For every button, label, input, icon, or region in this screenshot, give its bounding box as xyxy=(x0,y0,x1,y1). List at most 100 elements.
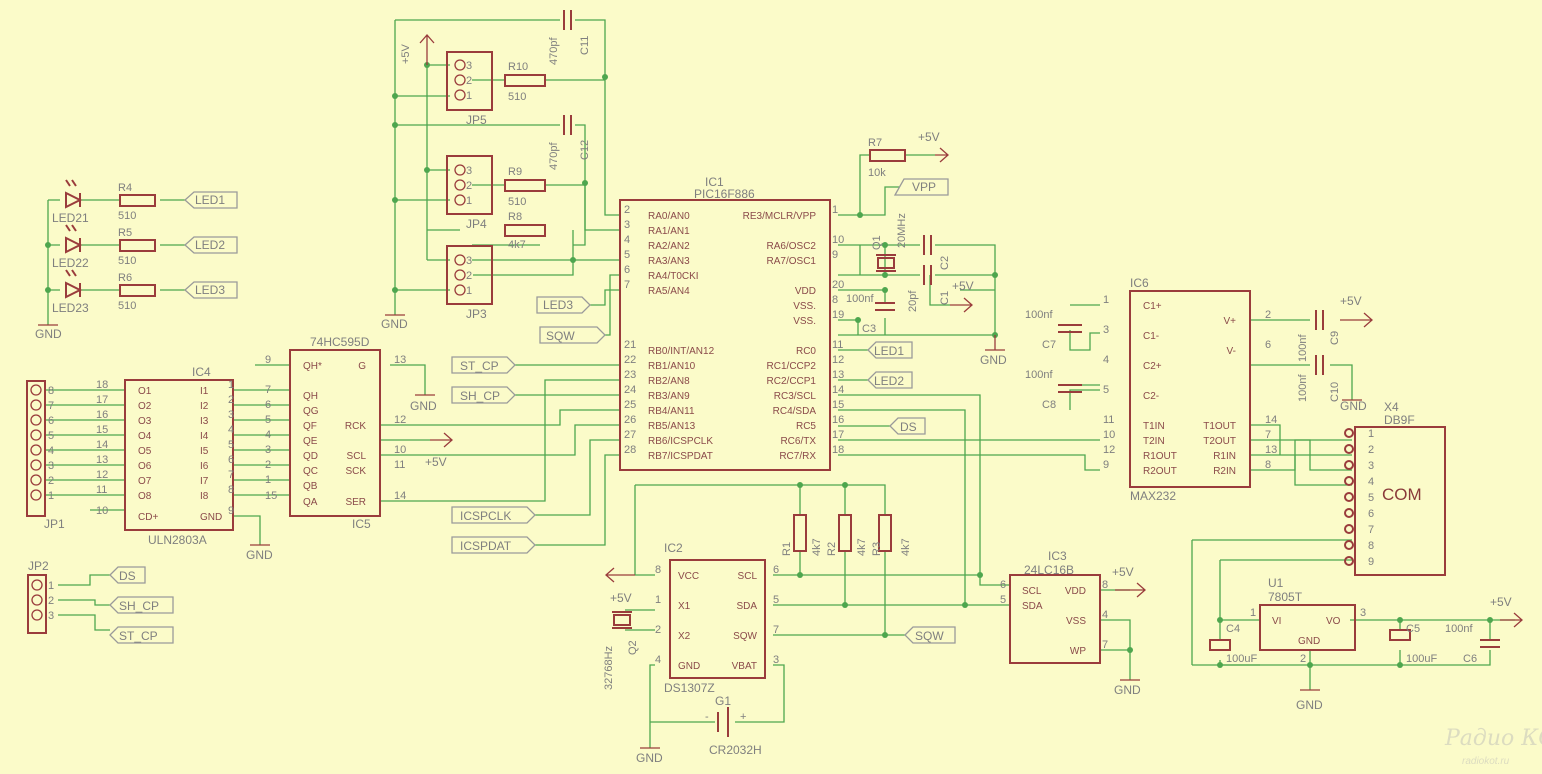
jp1-pin-contact xyxy=(30,399,42,411)
capacitor-c4-name: C4 xyxy=(1226,623,1240,635)
jp1-pin-contact xyxy=(30,444,42,456)
capacitor-c1-name: C1 xyxy=(939,291,951,305)
ic3-pin-number: 7 xyxy=(1102,639,1108,651)
jp1-pin-number: 2 xyxy=(48,475,54,487)
capacitor-c9-value: 100nf xyxy=(1297,334,1309,362)
resistor-r3-value: 4k7 xyxy=(900,538,912,556)
resistor-r1-name: R1 xyxy=(781,542,793,556)
gnd-label-ic1: GND xyxy=(980,353,1007,367)
ic2-pin-number: 5 xyxy=(773,594,779,606)
ic3-pin-label: WP xyxy=(1070,646,1086,657)
vcc-label-ic2: +5V xyxy=(610,591,632,605)
ic1-pin-label: RB1/AN10 xyxy=(648,361,696,372)
ic1-pin-number: 13 xyxy=(832,369,844,381)
ic1-pin-label: RA2/AN2 xyxy=(648,241,690,252)
jp5-pin-number: 1 xyxy=(466,90,472,102)
ic5-pin-label: QG xyxy=(303,406,319,417)
vcc-arrow-jp xyxy=(419,34,435,65)
vcc-arrow-r7 xyxy=(935,147,949,163)
ic1-pin-number: 4 xyxy=(624,234,630,246)
ic5-part: 74HC595D xyxy=(310,335,370,349)
ic2-pin-label: X2 xyxy=(678,631,691,642)
ic2-pin-label: VBAT xyxy=(732,661,757,672)
led23-symbol xyxy=(65,269,83,299)
led21-symbol xyxy=(65,179,83,209)
vcc-label-max232: +5V xyxy=(1340,294,1362,308)
capacitor-c7-name: C7 xyxy=(1042,339,1056,351)
ic1-pin-label: RB2/AN8 xyxy=(648,376,690,387)
x4-pin-contact xyxy=(1344,556,1354,566)
ic4-pin-label: I4 xyxy=(200,431,209,442)
ic6-pin-label: C2+ xyxy=(1143,361,1162,372)
ic4-pin-number: 15 xyxy=(96,424,108,436)
capacitor-c8-name: C8 xyxy=(1042,399,1056,411)
ic4-pin-label: I2 xyxy=(200,401,209,412)
vcc-label-595: +5V xyxy=(425,455,447,469)
jp3-pin-contact xyxy=(454,254,466,266)
ic5-pin-number: 6 xyxy=(265,399,271,411)
led22-symbol xyxy=(65,224,83,254)
x4-pin-number: 2 xyxy=(1368,444,1374,456)
capacitor-c11-name: C11 xyxy=(579,36,591,55)
x4-pin-number: 7 xyxy=(1368,524,1374,536)
ic5-pin-number: 10 xyxy=(394,444,406,456)
resistor-r9-name: R9 xyxy=(508,166,522,178)
ic1-pin-label: RA1/AN1 xyxy=(648,226,690,237)
jp1-pin-contact xyxy=(30,414,42,426)
ic4-name: IC4 xyxy=(192,365,211,379)
ic2-pin-number: 6 xyxy=(773,564,779,576)
tag-led1-ic1: LED1 xyxy=(874,344,904,358)
jp1-pin-contact xyxy=(30,474,42,486)
ic4-pin-number: 6 xyxy=(228,454,234,466)
ic1-pin-label: RC7/RX xyxy=(779,451,816,462)
tag-ds-ic1: DS xyxy=(900,420,917,434)
resistor-r10-name: R10 xyxy=(508,61,528,73)
ic5-pin-label: QA xyxy=(303,497,318,508)
ic1-pin-label: RC0 xyxy=(796,346,816,357)
ic6-pin-number: 5 xyxy=(1103,384,1109,396)
gnd-label-led: GND xyxy=(35,327,62,341)
u1-pin3: 3 xyxy=(1360,607,1366,619)
crystal-q1 xyxy=(876,254,896,272)
jp5-pin-number: 3 xyxy=(466,60,472,72)
jp3-pins: 321 xyxy=(454,254,472,297)
jp3-pin-number: 3 xyxy=(466,255,472,267)
capacitor-c7-value: 100nf xyxy=(1025,309,1053,321)
crystals: Q1 20MHz Q2 32768Hz xyxy=(603,213,908,690)
ic5-pin-label: QF xyxy=(303,421,317,432)
capacitor-c10-value: 100nf xyxy=(1297,374,1309,402)
ic6-pin-label: T1IN xyxy=(1143,421,1165,432)
ic1-pin-label: RB6/ICSPCLK xyxy=(648,436,713,447)
jp5-pin-number: 2 xyxy=(466,75,472,87)
jp3-pin-number: 1 xyxy=(466,285,472,297)
ic5-pin-number: 12 xyxy=(394,414,406,426)
ic4-pin-number: 16 xyxy=(96,409,108,421)
leds: LED21 LED22 LED23 xyxy=(52,179,89,315)
resistor-r3-name: R3 xyxy=(871,542,883,556)
resistor-r7 xyxy=(869,149,906,162)
jp4-pin-contact xyxy=(454,194,466,206)
capacitor-c6-name: C6 xyxy=(1463,653,1477,665)
ic5-pin-label: QD xyxy=(303,451,318,462)
jp2-pin-contact xyxy=(31,579,43,591)
ic6-part: MAX232 xyxy=(1130,489,1176,503)
ic4-pin-number: 12 xyxy=(96,469,108,481)
ic1-pin-number: 7 xyxy=(624,279,630,291)
jp4-pin-number: 1 xyxy=(466,195,472,207)
vcc-label-r7: +5V xyxy=(918,130,940,144)
wires xyxy=(45,19,1515,748)
ic1-pin-label: RC6/TX xyxy=(780,436,816,447)
ic3-pin-label: SCL xyxy=(1022,586,1042,597)
capacitor-c4-value: 100uF xyxy=(1226,653,1257,665)
ic4-pin-number: 11 xyxy=(96,484,107,496)
ic1-pin-label: RB4/AN11 xyxy=(648,406,695,417)
x4-part: DB9F xyxy=(1384,413,1415,427)
jp2-name: JP2 xyxy=(28,559,49,573)
ic1-pin-number: 15 xyxy=(832,399,844,411)
ic5-pin-number: 1 xyxy=(265,474,271,486)
ic6-pin-number: 2 xyxy=(1265,309,1271,321)
tag-led2: LED2 xyxy=(195,238,225,252)
jp4-pins: 321 xyxy=(454,164,472,207)
